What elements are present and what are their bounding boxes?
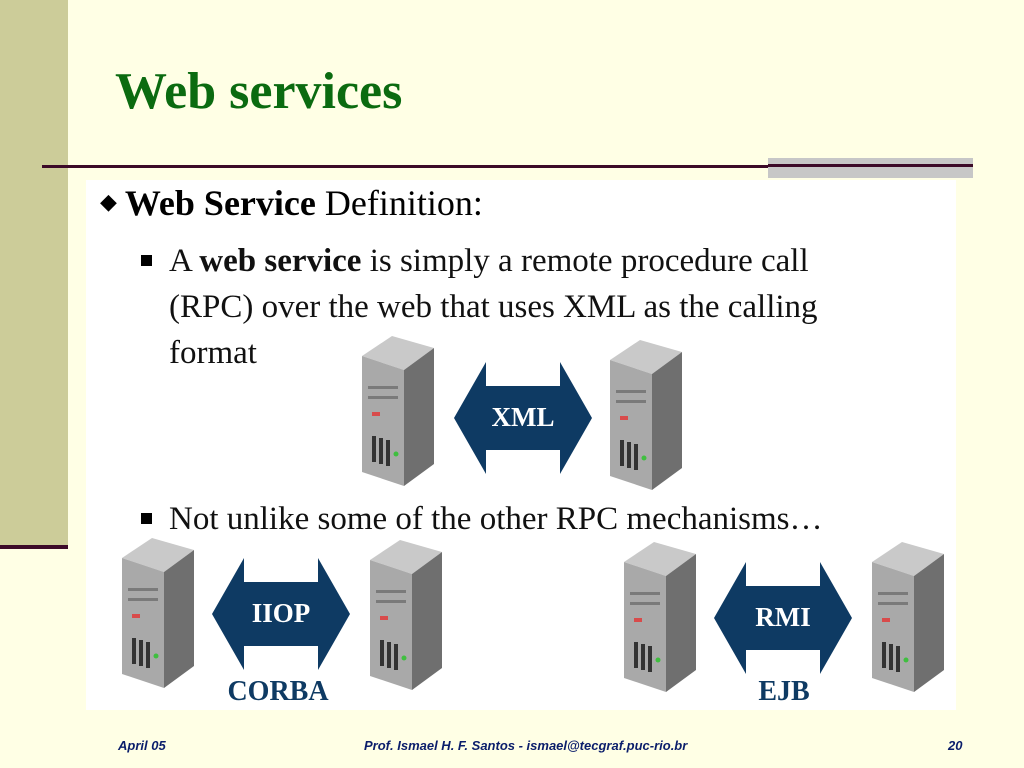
server-icon <box>370 540 442 690</box>
diamond-bullet-icon: ◆ <box>100 189 117 214</box>
server-icon <box>122 538 194 688</box>
sub1-line1: A web service is simply a remote procedu… <box>169 238 818 284</box>
sub1-rest: is simply a remote procedure call <box>361 243 809 279</box>
sub1-line2: (RPC) over the web that uses XML as the … <box>169 289 818 325</box>
corba-caption: CORBA <box>227 676 329 707</box>
server-icon <box>624 542 696 692</box>
footer-date: April 05 <box>118 738 166 753</box>
double-arrow-rmi-icon <box>714 562 852 674</box>
slide-title: Web services <box>115 63 403 120</box>
sub1-bold: web service <box>199 243 362 279</box>
double-arrow-iiop-icon <box>212 558 350 670</box>
bullet-web-service-definition: ◆ Web Service Definition: <box>100 182 483 224</box>
title-rule <box>42 165 972 168</box>
server-icon <box>872 542 944 692</box>
square-bullet-icon <box>141 513 152 524</box>
iiop-label: IIOP <box>251 598 311 628</box>
square-bullet-icon <box>141 255 152 266</box>
left-decor-line <box>0 545 68 549</box>
xml-label: XML <box>491 402 555 432</box>
ejb-caption: EJB <box>758 676 810 707</box>
double-arrow-xml-icon <box>454 362 592 474</box>
left-decor-band <box>0 0 68 548</box>
sub1-prefix: A <box>169 243 200 279</box>
server-icon <box>610 340 682 490</box>
bullet1-bold: Web Service <box>124 183 316 223</box>
sub1-line3: format <box>169 335 257 371</box>
bullet1-rest: Definition: <box>315 183 483 223</box>
content-image-panel: ◆ Web Service Definition: A web service i… <box>86 180 956 710</box>
sub-bullet-definition: A web service is simply a remote procedu… <box>141 238 818 376</box>
sub-bullet-other-rpc: Not unlike some of the other RPC mechani… <box>141 496 823 542</box>
footer-author: Prof. Ismael H. F. Santos - ismael@tecgr… <box>364 738 688 753</box>
server-icon <box>362 336 434 486</box>
sub2-text: Not unlike some of the other RPC mechani… <box>169 501 823 537</box>
title-rule-accent <box>768 158 973 178</box>
footer-page-number: 20 <box>948 738 963 753</box>
rmi-label: RMI <box>755 602 811 632</box>
